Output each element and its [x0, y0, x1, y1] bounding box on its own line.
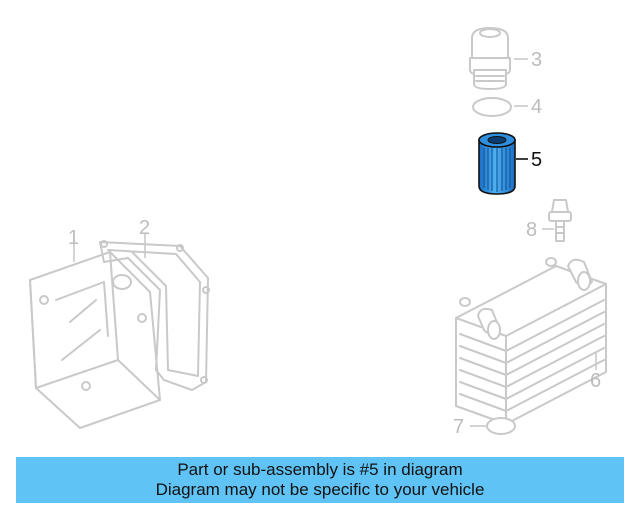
callout-2-label[interactable]: 2 — [139, 217, 150, 239]
filter-housing-cap-part[interactable] — [469, 27, 511, 90]
callout-4-label[interactable]: 4 — [531, 96, 542, 118]
o-ring-part[interactable] — [472, 97, 512, 117]
cooler-seal-part[interactable] — [486, 417, 516, 435]
exploded-parts-diagram: 1 2 3 4 5 6 7 8 — [29, 27, 607, 438]
oil-filter-element-part[interactable] — [478, 132, 516, 195]
banner-disclaimer-line: Diagram may not be specific to your vehi… — [155, 480, 485, 499]
callout-6-label[interactable]: 6 — [590, 370, 601, 392]
diagram-notice-banner: Part or sub-assembly is #5 in diagram Di… — [16, 457, 624, 503]
pan-gasket-part[interactable] — [99, 240, 210, 391]
banner-part-line: Part or sub-assembly is #5 in diagram — [177, 460, 463, 479]
oil-pan-part[interactable] — [29, 251, 161, 429]
callout-3-label[interactable]: 3 — [531, 49, 542, 71]
bolt-part[interactable] — [548, 199, 572, 242]
callout-8-label[interactable]: 8 — [526, 219, 537, 241]
callout-7-label[interactable]: 7 — [453, 416, 464, 438]
callout-1-label[interactable]: 1 — [68, 227, 79, 249]
callout-5-label[interactable]: 5 — [531, 149, 542, 171]
oil-cooler-part[interactable] — [455, 257, 607, 425]
